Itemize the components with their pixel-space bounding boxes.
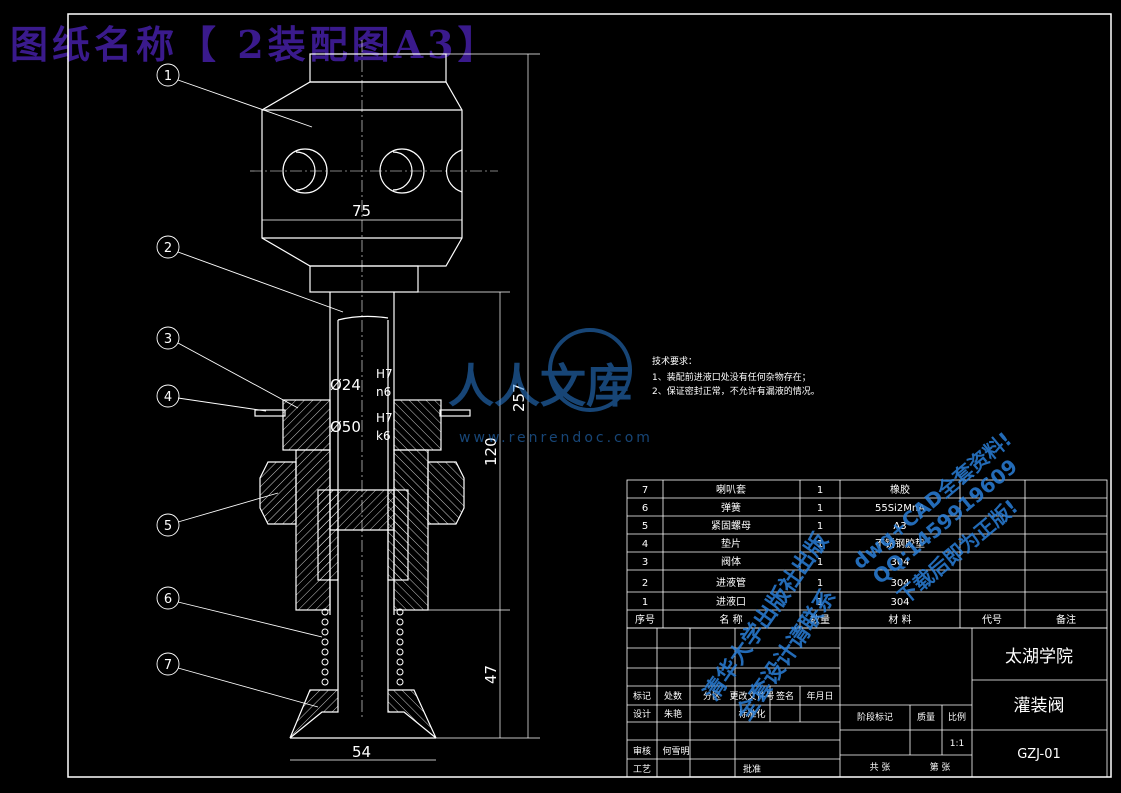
tb-standardize: 标准化 [738,708,765,720]
callout-4: 4 [164,390,172,405]
tb-approve: 批准 [743,763,761,775]
parts-header-code: 代号 [982,614,1002,626]
tb-school: 太湖学院 [1005,647,1073,667]
watermark-url: www.renrendoc.com [459,430,653,446]
parts-row-qty: 1 [817,539,823,550]
tb-sign: 签名 [776,690,794,702]
parts-row-material: 304 [890,557,909,568]
tb-drawing-no: GZJ-01 [1017,747,1061,762]
parts-row-material: 橡胶 [890,483,910,496]
tb-scale-label: 比例 [948,711,966,723]
tb-mass-label: 质量 [917,711,935,723]
callout-6: 6 [164,592,172,607]
part-valve-body [254,399,471,611]
callout-5: 5 [164,519,172,534]
parts-row-name: 弹簧 [721,501,741,514]
dim-75: 75 [352,202,371,220]
tb-drawing-name: 灌装阀 [1014,696,1065,716]
page-title: 图纸名称【 2装配图A3】 [10,22,500,67]
parts-row-material: 55Si2MnA [875,503,925,514]
dim-54: 54 [352,743,371,761]
parts-row-name: 进液口 [716,595,746,608]
dim-dia-24: Ø24 [330,376,361,394]
watermark-logo: 人人文库 [448,359,632,413]
tb-designer: 朱艳 [664,708,682,720]
parts-header-qty: 数量 [810,613,830,626]
tb-zone: 分区 [703,691,721,702]
parts-row-material: 304 [890,597,909,608]
drawing-frame [67,13,1112,778]
watermark: 人人文库 www.renrendoc.com [448,328,653,446]
tech-req-title: 技术要求： [652,355,697,367]
tb-review: 审核 [633,745,651,757]
tb-count: 处数 [664,690,682,702]
callout-3: 3 [164,332,172,347]
parts-row-no: 6 [642,503,648,514]
tb-date: 年月日 [806,690,833,702]
callout-1: 1 [164,69,172,84]
parts-row-qty: 1 [817,503,823,514]
parts-header-name: 名 称 [719,613,742,626]
parts-row-no: 4 [642,539,648,550]
parts-row-qty: 1 [817,578,823,589]
parts-row-material: 304 [890,578,909,589]
parts-header-no: 序号 [635,613,655,626]
parts-header-material: 材 料 [888,613,911,626]
parts-row-no: 7 [642,485,648,496]
fit-24-lower: n6 [376,385,391,399]
parts-row-name: 阀体 [721,555,741,568]
tb-process: 工艺 [633,764,651,775]
parts-row-qty: 1 [817,521,823,532]
tb-stage-label: 阶段标记 [857,711,893,723]
tb-reviewer: 何雪明 [662,745,689,757]
tech-req-item-1: 1、装配前进液口处没有任何杂物存在； [652,371,811,383]
parts-row-material: 不锈钢胶垫 [875,537,925,550]
parts-row-material: A3 [893,521,906,532]
title-block [626,627,1108,778]
dim-120: 120 [482,437,500,466]
fit-50-lower: k6 [376,429,391,443]
tech-req-item-2: 2、保证密封正常，不允许有漏液的情况。 [652,385,820,397]
fit-24-upper: H7 [376,367,393,381]
dim-dia-50: Ø50 [330,418,361,436]
parts-list-table [626,479,1108,629]
fit-50-upper: H7 [376,411,393,425]
part-inlet [261,53,463,293]
callout-7: 7 [164,658,172,673]
parts-row-name: 垫片 [721,537,741,550]
tb-design: 设计 [633,708,651,720]
tb-mark: 标记 [633,690,651,702]
dim-257: 257 [510,383,528,412]
parts-row-qty: 1 [817,597,823,608]
tb-scale: 1:1 [950,739,964,749]
parts-row-no: 3 [642,557,648,568]
parts-row-no: 1 [642,597,648,608]
parts-row-name: 紧固螺母 [711,520,751,532]
tb-sheet-no: 第 张 [930,761,951,773]
tb-sheet-total: 共 张 [870,762,891,773]
part-horn [289,689,437,739]
callout-2: 2 [164,241,172,256]
dim-47: 47 [482,665,500,684]
parts-row-no: 5 [642,521,648,532]
parts-row-qty: 1 [817,485,823,496]
parts-row-no: 2 [642,578,648,589]
parts-row-name: 进液管 [716,576,746,589]
parts-header-remarks: 备注 [1056,613,1076,626]
parts-row-name: 喇叭套 [716,483,746,496]
parts-row-qty: 1 [817,557,823,568]
tb-change-doc: 更改文件号 [729,690,774,702]
part-spring [321,608,404,686]
